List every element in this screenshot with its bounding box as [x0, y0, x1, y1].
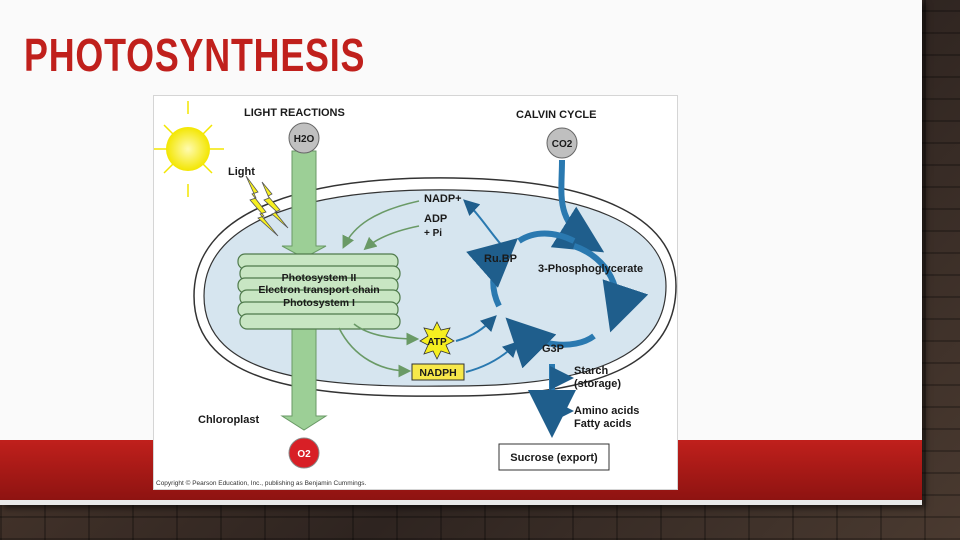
diagram-svg: H2O O2 Photosystem II Electron transport… — [154, 101, 677, 487]
sun-icon — [154, 101, 224, 197]
adp-label: ADP — [424, 213, 447, 225]
slide: PHOTOSYNTHESIS — [0, 0, 922, 505]
calvin-cycle — [466, 159, 649, 369]
atp-to-cycle-arrow — [455, 315, 497, 342]
photosynthesis-diagram: H2O O2 Photosystem II Electron transport… — [153, 95, 678, 490]
pi-label: + Pi — [424, 228, 442, 239]
g3p-label: G3P — [542, 343, 564, 355]
fatty-acids-label: Fatty acids — [574, 418, 631, 430]
sucrose-label: Sucrose (export) — [510, 452, 598, 464]
atp-label: ATP — [427, 337, 447, 348]
rubp-label: Ru.BP — [484, 253, 517, 265]
nadph-label: NADPH — [419, 367, 456, 379]
thylakoid-to-nadph-arrow — [338, 327, 412, 378]
co2-label: CO2 — [552, 139, 573, 150]
light-reactions-label: LIGHT REACTIONS — [244, 107, 345, 119]
thylakoid-to-atp-arrow — [353, 323, 420, 346]
phosphoglycerate-label: 3-Phosphoglycerate — [538, 263, 643, 275]
h2o-label: H2O — [294, 134, 315, 145]
light-label: Light — [228, 166, 255, 178]
chloroplast-label: Chloroplast — [198, 414, 259, 426]
photosystem-i-label: Photosystem I — [283, 297, 355, 309]
o2-molecule — [280, 325, 328, 469]
atp-burst-icon — [419, 321, 455, 360]
photosystem-ii-label: Photosystem II — [282, 272, 357, 284]
co2-molecule — [546, 127, 578, 159]
o2-label: O2 — [297, 449, 311, 460]
calvin-cycle-label: CALVIN CYCLE — [516, 109, 596, 121]
nadp-label: NADP+ — [424, 193, 462, 205]
starch-label: Starch — [574, 365, 609, 377]
amino-acids-label: Amino acids — [574, 405, 639, 417]
electron-transport-label: Electron transport chain — [258, 284, 379, 296]
lightning-icon — [245, 175, 289, 237]
nadp-to-thylakoid-arrow — [342, 200, 420, 249]
copyright-text: Copyright © Pearson Education, Inc., pub… — [156, 479, 367, 487]
thylakoid-stack — [237, 253, 401, 330]
storage-label: (storage) — [574, 378, 621, 390]
sucrose-box — [498, 443, 610, 471]
slide-title: PHOTOSYNTHESIS — [24, 29, 366, 81]
h2o-molecule — [281, 122, 327, 259]
band-bottom-edge — [0, 500, 922, 505]
adp-to-thylakoid-arrow — [363, 225, 420, 251]
nadph-box — [411, 363, 465, 381]
